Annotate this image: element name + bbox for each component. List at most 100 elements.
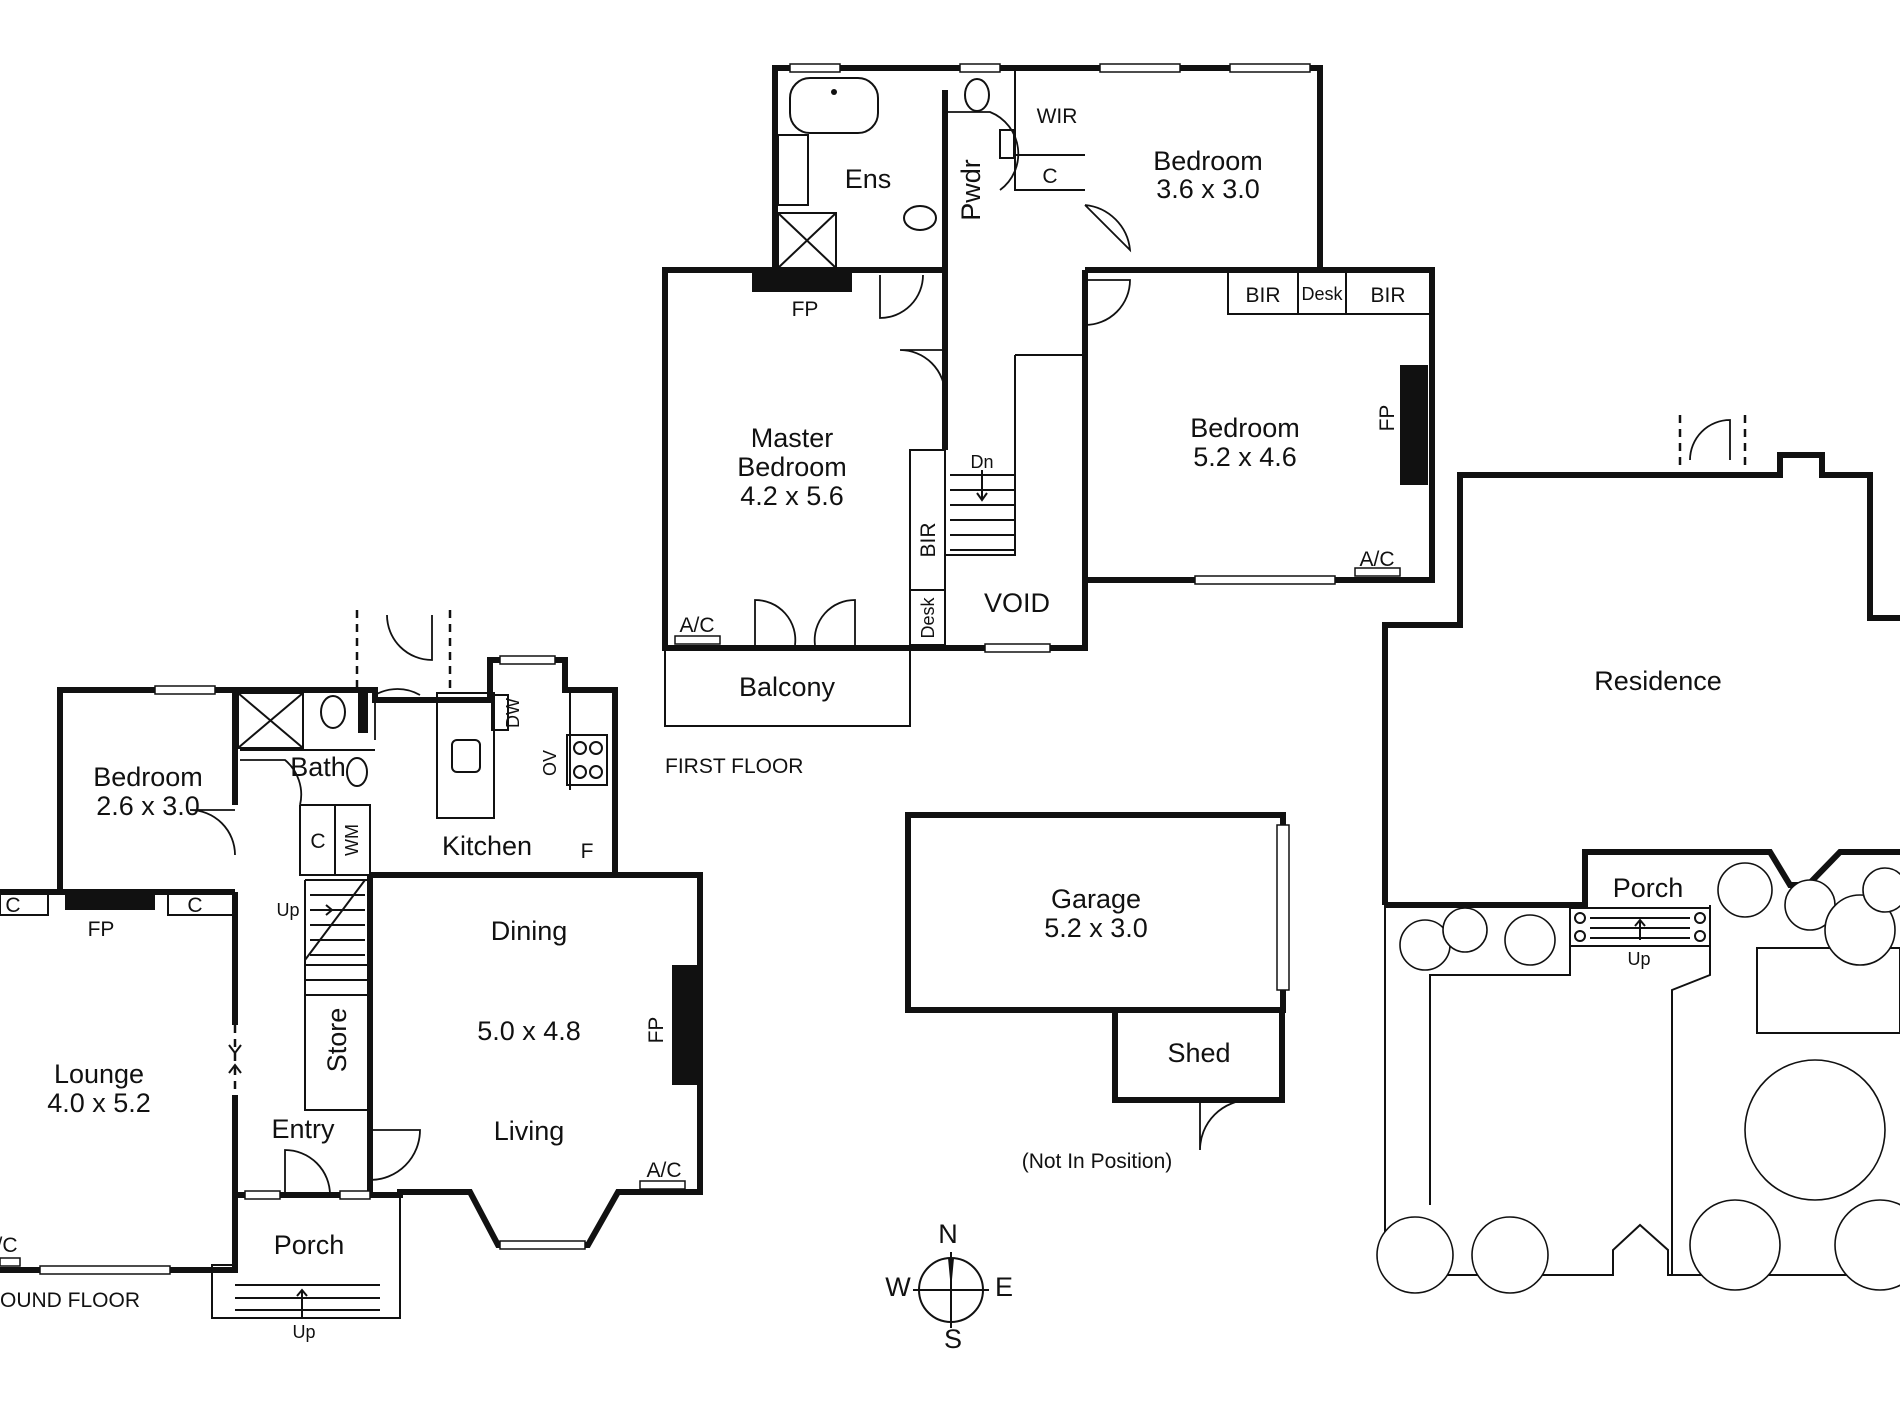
living-label: Living bbox=[494, 1116, 565, 1146]
ground-bedroom-name: Bedroom bbox=[93, 762, 203, 792]
master-name-line2: Bedroom bbox=[737, 452, 847, 482]
window bbox=[984, 643, 1051, 653]
trees bbox=[1376, 862, 1900, 1294]
residence-front bbox=[1385, 849, 1900, 908]
desk-master-label: Desk bbox=[918, 596, 938, 638]
stair-edge bbox=[945, 355, 1016, 556]
fp-living-label: FP bbox=[645, 1017, 668, 1044]
ground-porch-outline bbox=[211, 1195, 401, 1319]
ac-bedroom-label: A/C bbox=[1359, 548, 1394, 571]
door-swing bbox=[879, 274, 924, 319]
bedroom-small-name: Bedroom bbox=[1153, 146, 1263, 176]
tree bbox=[1824, 894, 1896, 966]
garage-door bbox=[1276, 824, 1290, 991]
master-bir bbox=[909, 449, 946, 591]
ground-basin bbox=[346, 757, 368, 787]
ac-living-label: A/C bbox=[646, 1159, 681, 1182]
dw-label: DW bbox=[503, 698, 523, 728]
c-laundry-label: C bbox=[310, 830, 325, 853]
ac-unit-living bbox=[639, 1180, 686, 1190]
window bbox=[339, 1190, 371, 1200]
wm-label: WM bbox=[342, 824, 362, 856]
ground-shower bbox=[237, 692, 304, 749]
window bbox=[499, 655, 556, 665]
first-floor-plan bbox=[662, 63, 1435, 727]
site-up-label: Up bbox=[1627, 949, 1650, 969]
bathtub bbox=[789, 77, 879, 134]
balcony-label: Balcony bbox=[739, 672, 836, 702]
laundry-divider bbox=[358, 693, 368, 733]
door-swing bbox=[899, 349, 946, 396]
ground-floor-stairs bbox=[304, 879, 366, 961]
fp-lounge-label: FP bbox=[88, 918, 115, 941]
c-left-box bbox=[0, 892, 49, 916]
fp-master-label: FP bbox=[792, 298, 819, 321]
door-swing bbox=[1084, 204, 1132, 253]
door-swing bbox=[240, 759, 303, 806]
compass-w: W bbox=[885, 1272, 911, 1302]
door-swing bbox=[189, 809, 236, 856]
c-right-label: C bbox=[187, 894, 202, 917]
site-porch-label: Porch bbox=[1613, 873, 1684, 903]
wir-label: WIR bbox=[1037, 105, 1078, 128]
ac-lounge-label: /C bbox=[0, 1234, 18, 1257]
porch-up-label: Up bbox=[292, 1322, 315, 1342]
fp-lounge-hearth bbox=[65, 890, 155, 910]
shed-outline bbox=[1112, 1013, 1285, 1103]
window bbox=[499, 1240, 586, 1250]
entry-label: Entry bbox=[271, 1114, 335, 1144]
ens-label: Ens bbox=[845, 164, 892, 194]
window bbox=[39, 1265, 171, 1275]
bir-right-label: BIR bbox=[1370, 284, 1405, 307]
balcony-doors bbox=[754, 599, 856, 646]
garage-shed bbox=[905, 812, 1290, 1151]
tree bbox=[1834, 1199, 1900, 1291]
site-plan bbox=[1376, 415, 1900, 1294]
c-right-box bbox=[167, 892, 234, 916]
bir-master-label: BIR bbox=[917, 522, 940, 557]
compass-e: E bbox=[995, 1272, 1013, 1302]
door-swing bbox=[1199, 1099, 1251, 1151]
compass bbox=[913, 1252, 989, 1328]
site-porch-steps bbox=[1569, 907, 1711, 947]
tree bbox=[1471, 1216, 1549, 1294]
fp-living-hearth bbox=[672, 965, 698, 1085]
vanity bbox=[777, 134, 809, 206]
pwdr-basin bbox=[999, 129, 1015, 159]
bedroom-small-size: 3.6 x 3.0 bbox=[1156, 174, 1260, 204]
ov-label: OV bbox=[540, 750, 560, 776]
door-swing bbox=[1689, 419, 1731, 461]
door-swing bbox=[284, 1149, 331, 1196]
c-left-label: C bbox=[5, 894, 20, 917]
store-label: Store bbox=[322, 1008, 352, 1073]
window bbox=[1099, 63, 1181, 73]
tree bbox=[1744, 1059, 1886, 1201]
tree bbox=[1442, 907, 1488, 953]
bedroom-large-name: Bedroom bbox=[1190, 413, 1300, 443]
desk-top-label: Desk bbox=[1301, 284, 1343, 304]
balcony-outline bbox=[664, 647, 911, 727]
shed-label: Shed bbox=[1167, 1038, 1230, 1068]
stairs-dn-label: Dn bbox=[970, 452, 993, 472]
not-in-position-note: (Not In Position) bbox=[1022, 1150, 1173, 1173]
tree bbox=[1862, 867, 1900, 913]
door-swing bbox=[1084, 279, 1131, 326]
ac-unit-lounge bbox=[0, 1257, 21, 1267]
window bbox=[154, 685, 216, 695]
window bbox=[1229, 63, 1311, 73]
bath-label: Bath bbox=[290, 752, 346, 782]
door-swing bbox=[386, 614, 433, 661]
window bbox=[789, 63, 841, 73]
window bbox=[959, 63, 1001, 73]
tree bbox=[1504, 914, 1556, 966]
planter bbox=[1756, 947, 1900, 1034]
kitchen-label: Kitchen bbox=[442, 831, 532, 861]
wir-wall bbox=[1014, 68, 1085, 191]
door-swing bbox=[945, 111, 1020, 191]
bir-right-box bbox=[1345, 271, 1431, 315]
residence-label: Residence bbox=[1594, 666, 1722, 696]
first-floor-label: FIRST FLOOR bbox=[665, 755, 803, 778]
ground-bedroom-size: 2.6 x 3.0 bbox=[96, 791, 200, 821]
tree bbox=[1689, 1199, 1781, 1291]
